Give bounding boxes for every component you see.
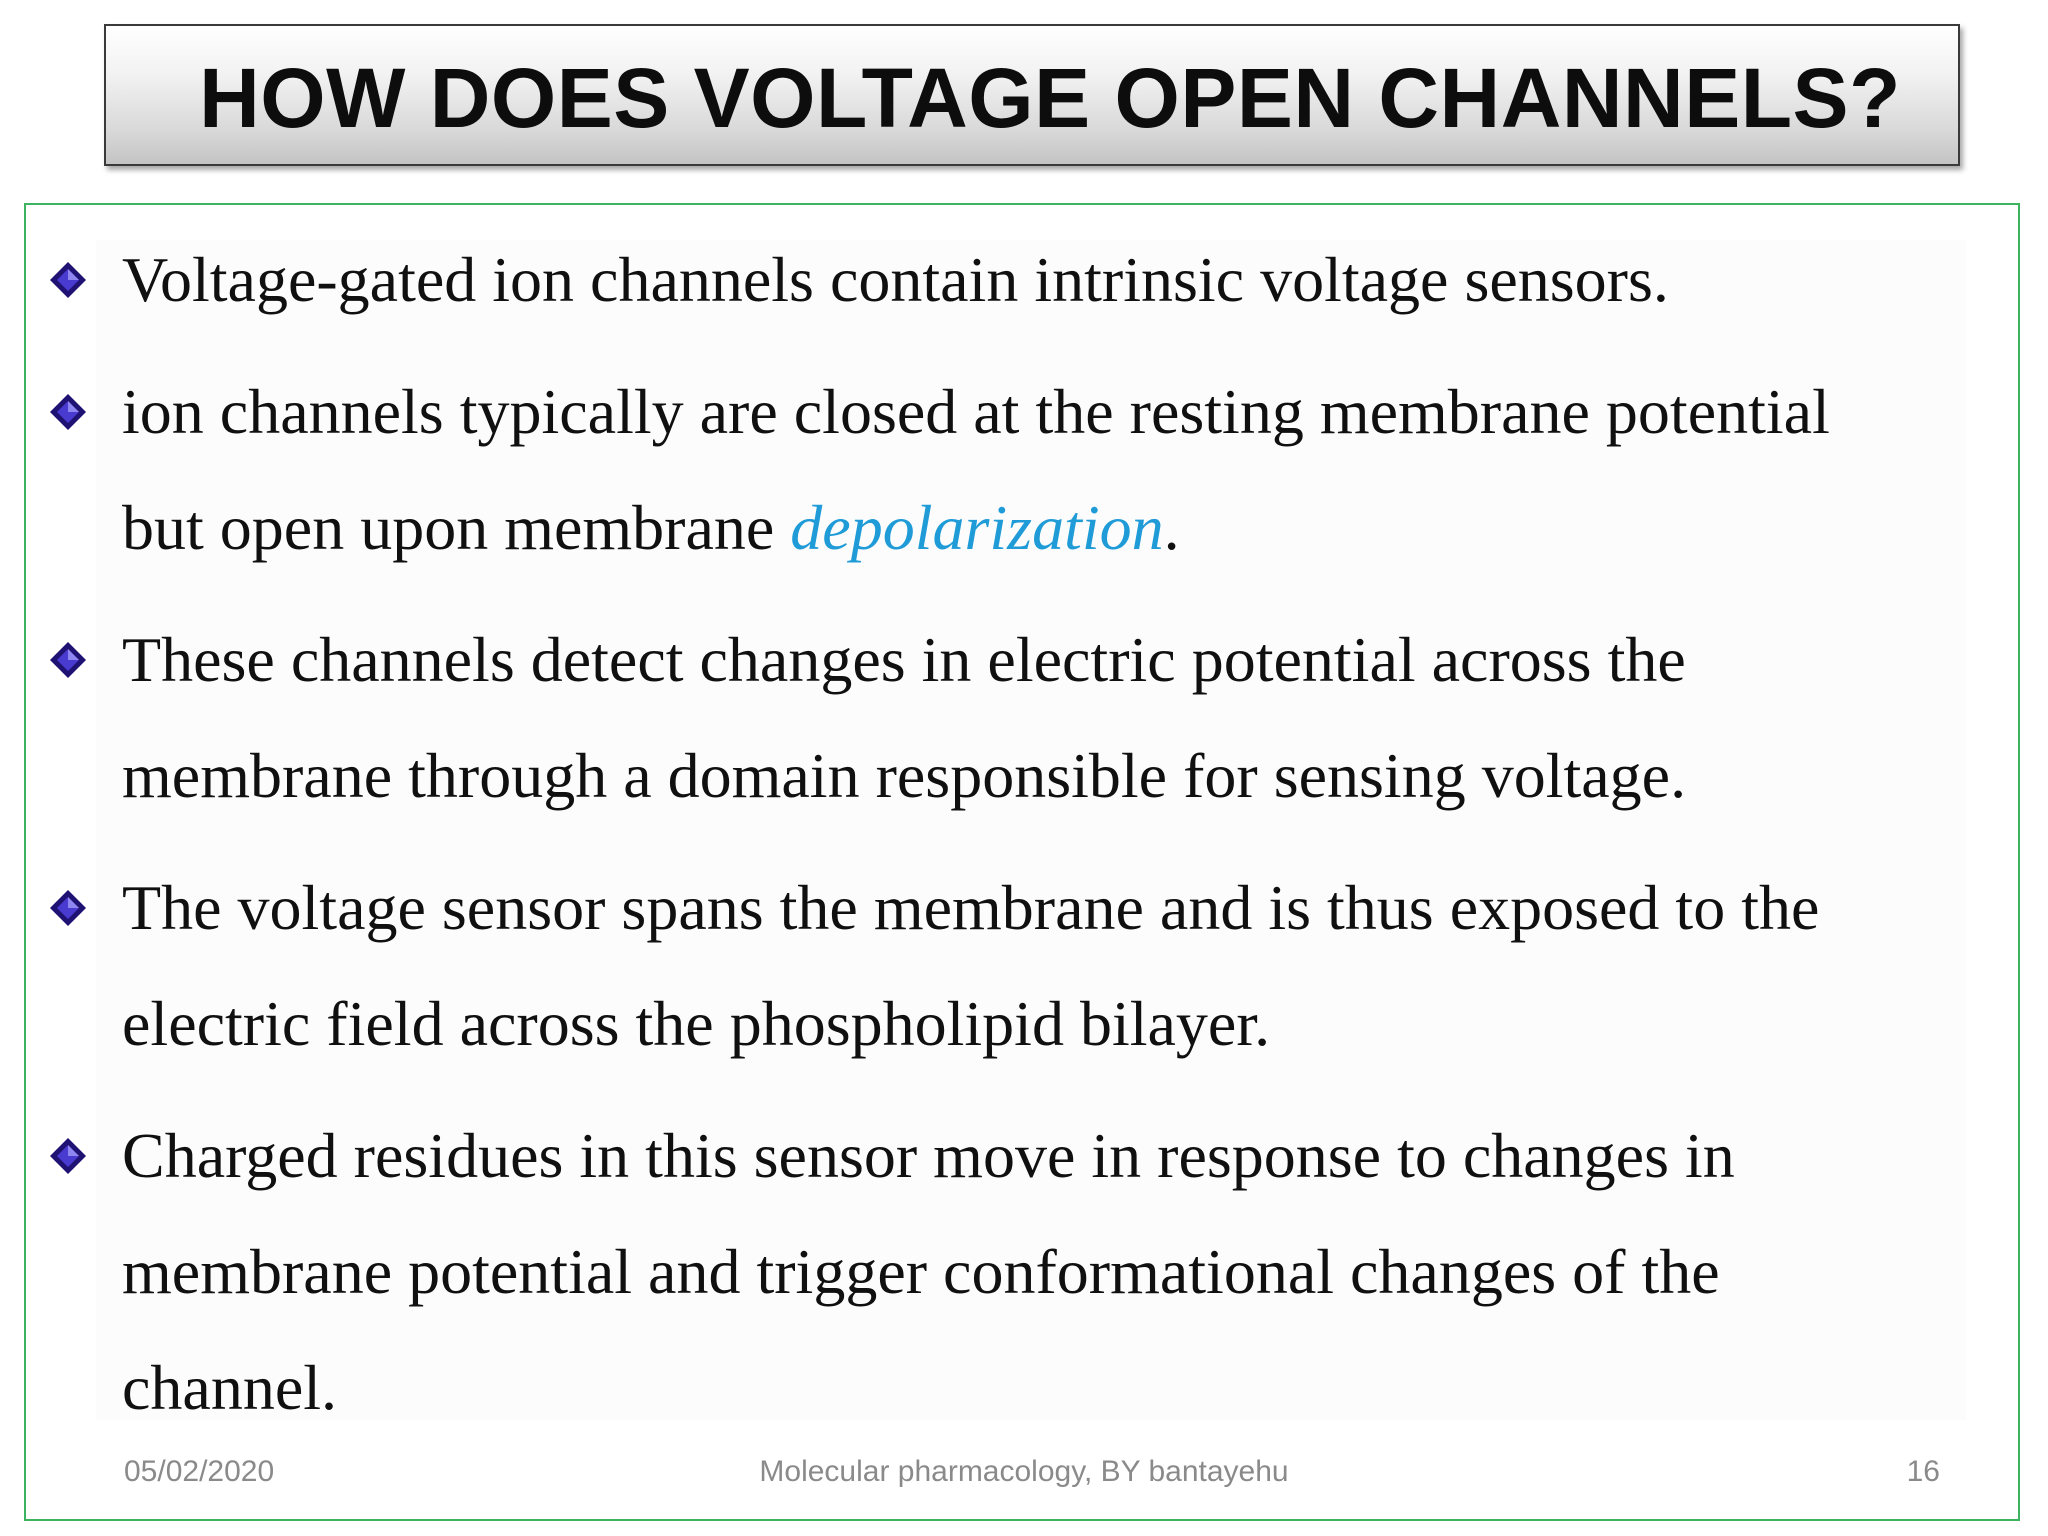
slide-title: HOW DOES VOLTAGE OPEN CHANNELS?	[199, 51, 1901, 145]
footer-date: 05/02/2020	[124, 1455, 275, 1488]
diamond-bullet-icon	[50, 642, 86, 678]
bullet-4-line-2: electric field across the phospholipid b…	[122, 988, 1271, 1059]
bullet-2-line-2: but open upon membrane depolarization.	[122, 488, 1180, 568]
bullet-2-line-2-prefix: but open upon membrane	[122, 492, 791, 563]
diamond-bullet-icon	[50, 1138, 86, 1174]
bullet-5-line-3: channel.	[122, 1352, 337, 1423]
footer-center: Molecular pharmacology, BY bantayehu	[759, 1455, 1289, 1488]
bullet-4-line-1: The voltage sensor spans the membrane an…	[122, 872, 1820, 943]
bullet-3-line-1: These channels detect changes in electri…	[122, 624, 1686, 695]
diamond-bullet-icon	[50, 394, 86, 430]
bullet-5-line-1: Charged residues in this sensor move in …	[122, 1120, 1735, 1191]
footer-page-number: 16	[1906, 1455, 1940, 1488]
bullet-1-line-1: Voltage-gated ion channels contain intri…	[122, 244, 1669, 315]
diamond-bullet-icon	[50, 890, 86, 926]
bullet-2-line-1: ion channels typically are closed at the…	[122, 376, 1830, 447]
content-background	[96, 240, 1966, 1420]
bullet-2-line-2-suffix: .	[1163, 492, 1180, 563]
title-box: HOW DOES VOLTAGE OPEN CHANNELS?	[104, 24, 1960, 166]
emphasis-depolarization: depolarization	[790, 492, 1164, 563]
bullet-3-line-2: membrane through a domain responsible fo…	[122, 740, 1687, 811]
diamond-bullet-icon	[50, 262, 86, 298]
bullet-5-line-2: membrane potential and trigger conformat…	[122, 1236, 1720, 1307]
